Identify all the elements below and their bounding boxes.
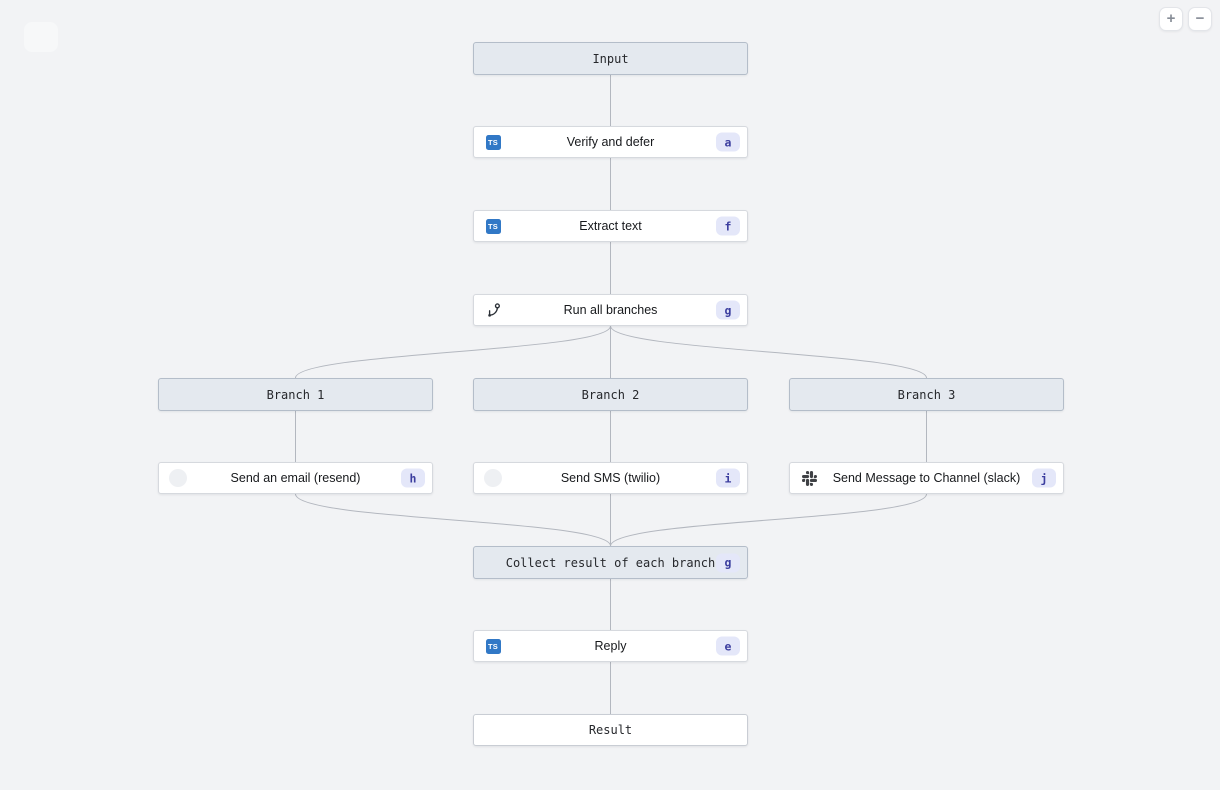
node-collect-result[interactable]: Collect result of each branch g: [473, 546, 748, 579]
shortcut-badge: j: [1032, 468, 1056, 488]
node-extract-text[interactable]: TS Extract text f: [473, 210, 748, 242]
shortcut-badge: i: [716, 468, 740, 488]
node-label: Result: [588, 723, 633, 737]
node-branch-1[interactable]: Branch 1: [158, 378, 433, 411]
shortcut-badge: a: [716, 132, 740, 152]
node-label: Reply: [594, 639, 627, 653]
typescript-icon: TS: [484, 133, 502, 151]
node-send-message-slack[interactable]: Send Message to Channel (slack) j: [789, 462, 1064, 494]
node-label: Send Message to Channel (slack): [832, 471, 1021, 485]
node-result[interactable]: Result: [473, 714, 748, 746]
node-run-all-branches[interactable]: Run all branches g: [473, 294, 748, 326]
node-label: Extract text: [579, 219, 642, 233]
git-branch-icon: [484, 301, 502, 319]
minus-icon: −: [1195, 10, 1205, 27]
zoom-out-button[interactable]: −: [1188, 7, 1212, 31]
typescript-icon: TS: [484, 637, 502, 655]
watermark: [24, 22, 58, 52]
node-label: Send an email (resend): [230, 471, 361, 485]
node-label: Send SMS (twilio): [560, 471, 661, 485]
node-label: Branch 2: [581, 387, 640, 402]
node-label: Input: [592, 51, 629, 66]
plus-icon: +: [1166, 10, 1176, 27]
zoom-in-button[interactable]: +: [1159, 7, 1183, 31]
node-label: Collect result of each branch: [505, 555, 716, 570]
shortcut-badge: e: [716, 636, 740, 656]
zoom-controls: + −: [1159, 7, 1212, 31]
shortcut-badge: f: [716, 216, 740, 236]
node-label: Branch 3: [897, 387, 956, 402]
typescript-icon: TS: [484, 217, 502, 235]
twilio-icon: [484, 469, 502, 487]
node-label: Run all branches: [563, 303, 658, 317]
node-send-email-resend[interactable]: Send an email (resend) h: [158, 462, 433, 494]
node-input[interactable]: Input: [473, 42, 748, 75]
shortcut-badge: g: [716, 553, 740, 572]
resend-icon: [169, 469, 187, 487]
node-label: Branch 1: [266, 387, 325, 402]
node-send-sms-twilio[interactable]: Send SMS (twilio) i: [473, 462, 748, 494]
node-verify-and-defer[interactable]: TS Verify and defer a: [473, 126, 748, 158]
shortcut-badge: h: [401, 468, 425, 488]
node-label: Verify and defer: [566, 135, 655, 149]
node-reply[interactable]: TS Reply e: [473, 630, 748, 662]
node-branch-2[interactable]: Branch 2: [473, 378, 748, 411]
shortcut-badge: g: [716, 300, 740, 320]
node-branch-3[interactable]: Branch 3: [789, 378, 1064, 411]
